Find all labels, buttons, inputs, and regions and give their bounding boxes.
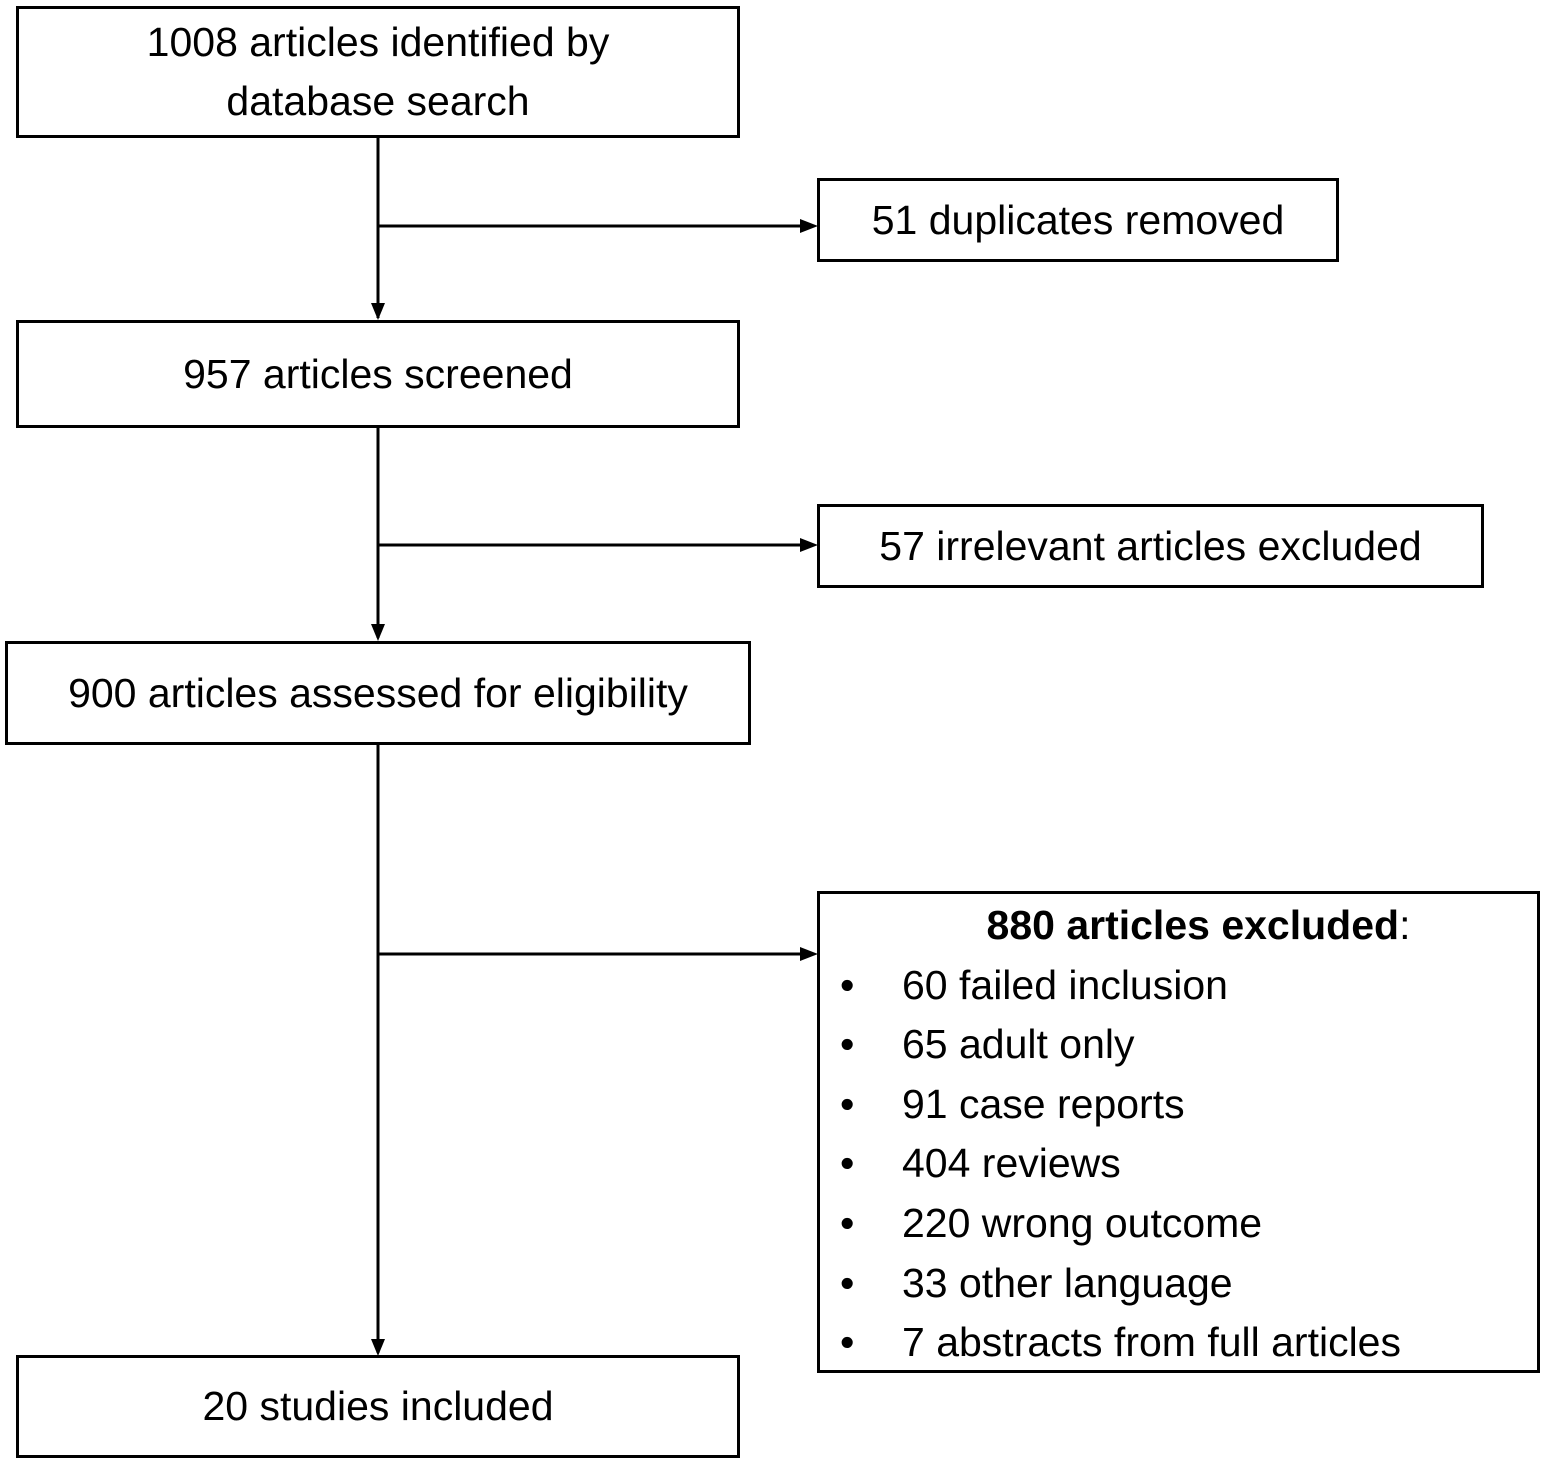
bullet: • (840, 1259, 855, 1306)
arrowhead-included (371, 1339, 385, 1356)
exclusions-title-suffix: : (1399, 902, 1411, 948)
arrowhead-screened (371, 303, 385, 320)
duplicates-box: 51 duplicates removed (817, 178, 1339, 262)
exclusions-box: 880 articles excluded: • 60 failed inclus… (817, 891, 1540, 1373)
exclusions-title: 880 articles excluded: (820, 896, 1537, 956)
exclusions-title-bold: 880 articles excluded (986, 902, 1400, 948)
exclusions-list: • 60 failed inclusion • 65 adult only • 91 … (820, 956, 1537, 1373)
irrelevant-box: 57 irrelevant articles excluded (817, 504, 1484, 588)
identified-box: 1008 articles identified by database sea… (16, 6, 740, 138)
assessed-box: 900 articles assessed for eligibility (5, 641, 751, 745)
exclusion-reason: 404 reviews (902, 1140, 1121, 1187)
list-item: • 65 adult only (820, 1015, 1537, 1075)
arrowhead-irrelevant (800, 538, 818, 552)
list-item: • 7 abstracts from full articles (820, 1313, 1537, 1373)
bullet: • (840, 961, 855, 1008)
bullet: • (840, 1140, 855, 1187)
bullet: • (840, 1199, 855, 1246)
screened-label: 957 articles screened (183, 350, 573, 397)
assessed-label: 900 articles assessed for eligibility (68, 669, 688, 716)
exclusion-reason: 65 adult only (902, 1021, 1135, 1068)
exclusion-reason: 91 case reports (902, 1080, 1185, 1127)
bullet: • (840, 1021, 855, 1068)
included-label: 20 studies included (202, 1383, 554, 1429)
identified-line-1: 1008 articles identified by (146, 19, 610, 65)
exclusion-reason: 7 abstracts from full articles (902, 1319, 1401, 1366)
arrowhead-assessed (371, 624, 385, 641)
list-item: • 91 case reports (820, 1075, 1537, 1135)
exclusion-reason: 33 other language (902, 1259, 1233, 1306)
included-box: 20 studies included (16, 1355, 740, 1458)
bullet: • (840, 1080, 855, 1127)
list-item: • 60 failed inclusion (820, 956, 1537, 1016)
screened-box: 957 articles screened (16, 320, 740, 428)
irrelevant-label: 57 irrelevant articles excluded (879, 522, 1422, 569)
duplicates-label: 51 duplicates removed (871, 196, 1285, 243)
bullet: • (840, 1319, 855, 1366)
arrowhead-exclusions (800, 947, 818, 961)
arrowhead-duplicates (800, 219, 818, 233)
exclusion-reason: 60 failed inclusion (902, 961, 1228, 1008)
list-item: • 33 other language (820, 1254, 1537, 1314)
list-item: • 220 wrong outcome (820, 1194, 1537, 1254)
identified-line-2: database search (226, 78, 530, 124)
exclusion-reason: 220 wrong outcome (902, 1199, 1263, 1246)
list-item: • 404 reviews (820, 1134, 1537, 1194)
